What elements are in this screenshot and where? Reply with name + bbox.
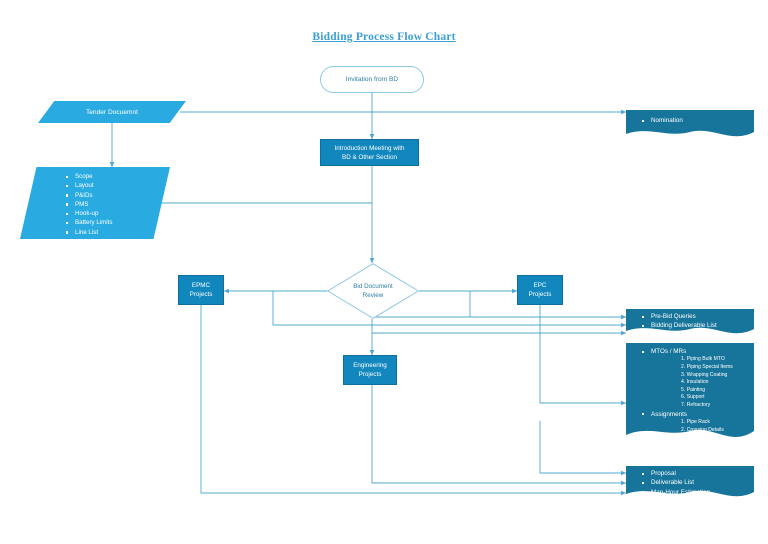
edge-epmc-to-proposal	[200, 305, 627, 496]
document-mtos-mrs[interactable]: MTOs / MRs Piping Bulk MTO Piping Specia…	[626, 343, 754, 445]
process-introduction-meeting[interactable]: Introduction Meeting with BD & Other Sec…	[320, 139, 419, 166]
edge-epc-to-proposal	[539, 421, 627, 476]
parallelogram-shape	[20, 167, 170, 239]
process-label-line1: Engineering	[353, 362, 387, 369]
document-prebid-queries[interactable]: Pre-Bid Queries Bidding Deliverable List	[626, 309, 754, 337]
edge-epc-to-mto	[539, 305, 627, 406]
process-label-line2: Projects	[189, 291, 213, 298]
list-item: Bidding Deliverable List	[651, 322, 717, 330]
page-title: Bidding Process Flow Chart	[312, 31, 456, 43]
process-engineering-projects[interactable]: Engineering Projects	[343, 355, 397, 385]
parallelogram-shape	[38, 101, 186, 123]
document-list: MTOs / MRs Piping Bulk MTO Piping Specia…	[642, 347, 750, 434]
list-item: PMS	[66, 200, 112, 209]
process-label: EPMC Projects	[190, 281, 213, 299]
sublist-item: Pipe Rack	[686, 418, 710, 425]
list-item: Layout	[66, 181, 112, 190]
sublist-item: Piping Special Items	[686, 364, 733, 370]
list-item: Battery Limits	[66, 218, 112, 227]
list-item: Nomination	[651, 117, 683, 124]
sublist-item: Refractory	[686, 401, 711, 408]
list-item: Hook-up	[66, 209, 112, 218]
document-content: Nomination	[642, 116, 750, 125]
process-label-line1: EPMC	[191, 282, 211, 289]
process-label: Engineering Projects	[353, 361, 387, 379]
decision-label-line2: Review	[362, 292, 384, 299]
decision-label: Bid Document Review	[327, 263, 419, 319]
document-proposal[interactable]: Proposal Deliverable List Man-Hour Estim…	[626, 466, 754, 501]
edge-epmc-bend	[272, 291, 372, 326]
terminator-label: Invitation from BD	[345, 76, 399, 83]
document-list: Proposal Deliverable List Man-Hour Estim…	[642, 469, 750, 497]
document-list: Nomination	[642, 116, 750, 125]
process-epc-projects[interactable]: EPC Projects	[517, 275, 563, 305]
list-item: Pre-Bid Queries	[651, 313, 696, 320]
list-item: Man-Hour Estimation	[651, 488, 711, 496]
process-label: EPC Projects	[529, 281, 552, 299]
diamond-shape	[327, 263, 419, 319]
tender-document-label: Tender Docuemnt	[85, 108, 139, 116]
list-item: Proposal	[651, 470, 676, 477]
sublist-item: Support	[686, 394, 705, 401]
sublist-item: Insulation	[686, 379, 709, 386]
decision-bid-document-review[interactable]: Bid Document Review	[327, 263, 419, 319]
document-content: MTOs / MRs Piping Bulk MTO Piping Specia…	[642, 347, 750, 434]
sublist: Piping Bulk MTO Piping Special Items Wra…	[651, 356, 750, 409]
process-label-line1: Introduction Meeting with	[334, 144, 405, 152]
process-label: Introduction Meeting with BD & Other Sec…	[334, 144, 404, 162]
process-label-line2: BD & Other Section	[342, 153, 397, 161]
list-item: Deliverable List	[651, 479, 695, 487]
sublist-item: Piping Bulk MTO	[686, 356, 725, 363]
document-content: Proposal Deliverable List Man-Hour Estim…	[642, 469, 750, 497]
parallelogram-tender-contents[interactable]: Scope Layout P&IDs PMS Hook-up Battery L…	[20, 167, 170, 239]
parallelogram-tender-document[interactable]: Tender Docuemnt	[38, 101, 186, 123]
list-item: Assignments Pipe Rack Crossing Details	[642, 410, 750, 435]
list-item: P&IDs	[66, 191, 112, 200]
list-item: Line List	[66, 228, 112, 237]
edge-engineering-to-proposal	[371, 385, 627, 486]
list-item: Scope	[66, 172, 112, 181]
sublist-item: Crossing Details	[686, 426, 724, 433]
process-label-line1: EPC	[533, 282, 547, 289]
tender-contents-list: Scope Layout P&IDs PMS Hook-up Battery L…	[66, 172, 112, 237]
list-item: MTOs / MRs Piping Bulk MTO Piping Specia…	[642, 347, 750, 410]
decision-label-line1: Bid Document	[353, 283, 393, 290]
document-nomination[interactable]: Nomination	[626, 110, 754, 140]
process-label-line2: Projects	[528, 291, 552, 298]
sublist: Pipe Rack Crossing Details	[651, 419, 750, 434]
process-label-line2: Projects	[358, 371, 382, 378]
sublist-item: Wrapping Coating	[686, 371, 728, 378]
terminator-invitation-from-bd[interactable]: Invitation from BD	[320, 66, 424, 93]
process-epmc-projects[interactable]: EPMC Projects	[178, 275, 224, 305]
document-list: Pre-Bid Queries Bidding Deliverable List	[642, 312, 750, 331]
sublist-item: Painting	[686, 386, 706, 393]
document-content: Pre-Bid Queries Bidding Deliverable List	[642, 312, 750, 331]
